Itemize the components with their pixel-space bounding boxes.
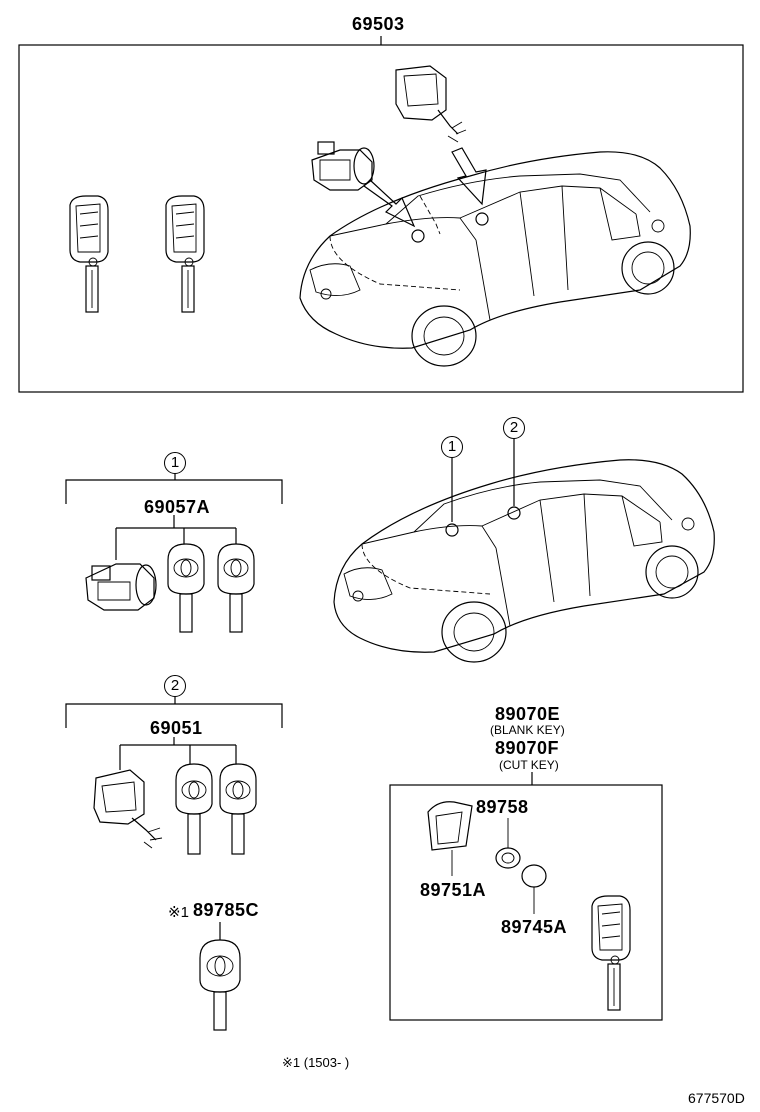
callout-2-car: 2 xyxy=(503,417,525,439)
ignition-position-marker xyxy=(475,212,489,226)
arrow-to-door xyxy=(363,179,416,228)
arrow-to-ignition xyxy=(451,147,487,206)
callout-1-group: 1 xyxy=(164,452,186,474)
transponder-key xyxy=(199,939,241,1031)
battery-part xyxy=(521,864,547,888)
part-number-transponder-key: 89785C xyxy=(193,900,260,920)
remote-key-fob-1 xyxy=(69,195,109,313)
key-kit-frame xyxy=(389,784,663,1021)
group2-branches xyxy=(119,744,237,770)
door-lock-position-marker xyxy=(411,229,425,243)
group2-bracket xyxy=(65,703,283,728)
group1-branches xyxy=(115,527,237,560)
blank-key-description: (BLANK KEY) xyxy=(490,723,565,737)
key-g2-1 xyxy=(175,763,213,855)
diagram-code: 677570D xyxy=(688,1090,745,1106)
cut-key-description: (CUT KEY) xyxy=(499,758,559,772)
top-frame xyxy=(18,44,744,393)
car-illustration-top xyxy=(299,151,691,367)
part-number-group1-set: 69057A xyxy=(144,497,211,517)
remote-key-fob-kit xyxy=(591,895,631,1011)
group1-bracket xyxy=(65,479,283,504)
position-marker-1 xyxy=(445,523,459,537)
callout-1-car: 1 xyxy=(441,436,463,458)
key-g2-2 xyxy=(219,763,257,855)
door-lock-cylinder-top xyxy=(311,141,375,191)
remote-key-fob-2 xyxy=(165,195,205,313)
callout-2-group: 2 xyxy=(164,675,186,697)
part-number-housing: 89751A xyxy=(420,880,487,900)
ignition-cylinder-top xyxy=(395,65,467,143)
key-g1-1 xyxy=(167,543,205,633)
part-number-group2-set: 69051 xyxy=(150,718,203,738)
part-number-cover: 89758 xyxy=(476,797,529,817)
key-housing-part xyxy=(427,801,473,851)
footnote: ※1 (1503- ) xyxy=(282,1055,350,1070)
transponder-key-prefix: ※1 xyxy=(168,904,189,921)
part-number-battery: 89745A xyxy=(501,917,568,937)
car-illustration-middle xyxy=(333,459,715,663)
position-marker-2 xyxy=(507,506,521,520)
part-number-blank-key: 89070E xyxy=(495,704,561,724)
door-lock-cylinder-g1 xyxy=(85,563,157,611)
part-number-top-set: 69503 xyxy=(352,14,405,34)
key-g1-2 xyxy=(217,543,255,633)
ignition-cylinder-g2 xyxy=(93,769,163,849)
cover-part xyxy=(495,847,521,869)
part-number-cut-key: 89070F xyxy=(495,738,560,758)
